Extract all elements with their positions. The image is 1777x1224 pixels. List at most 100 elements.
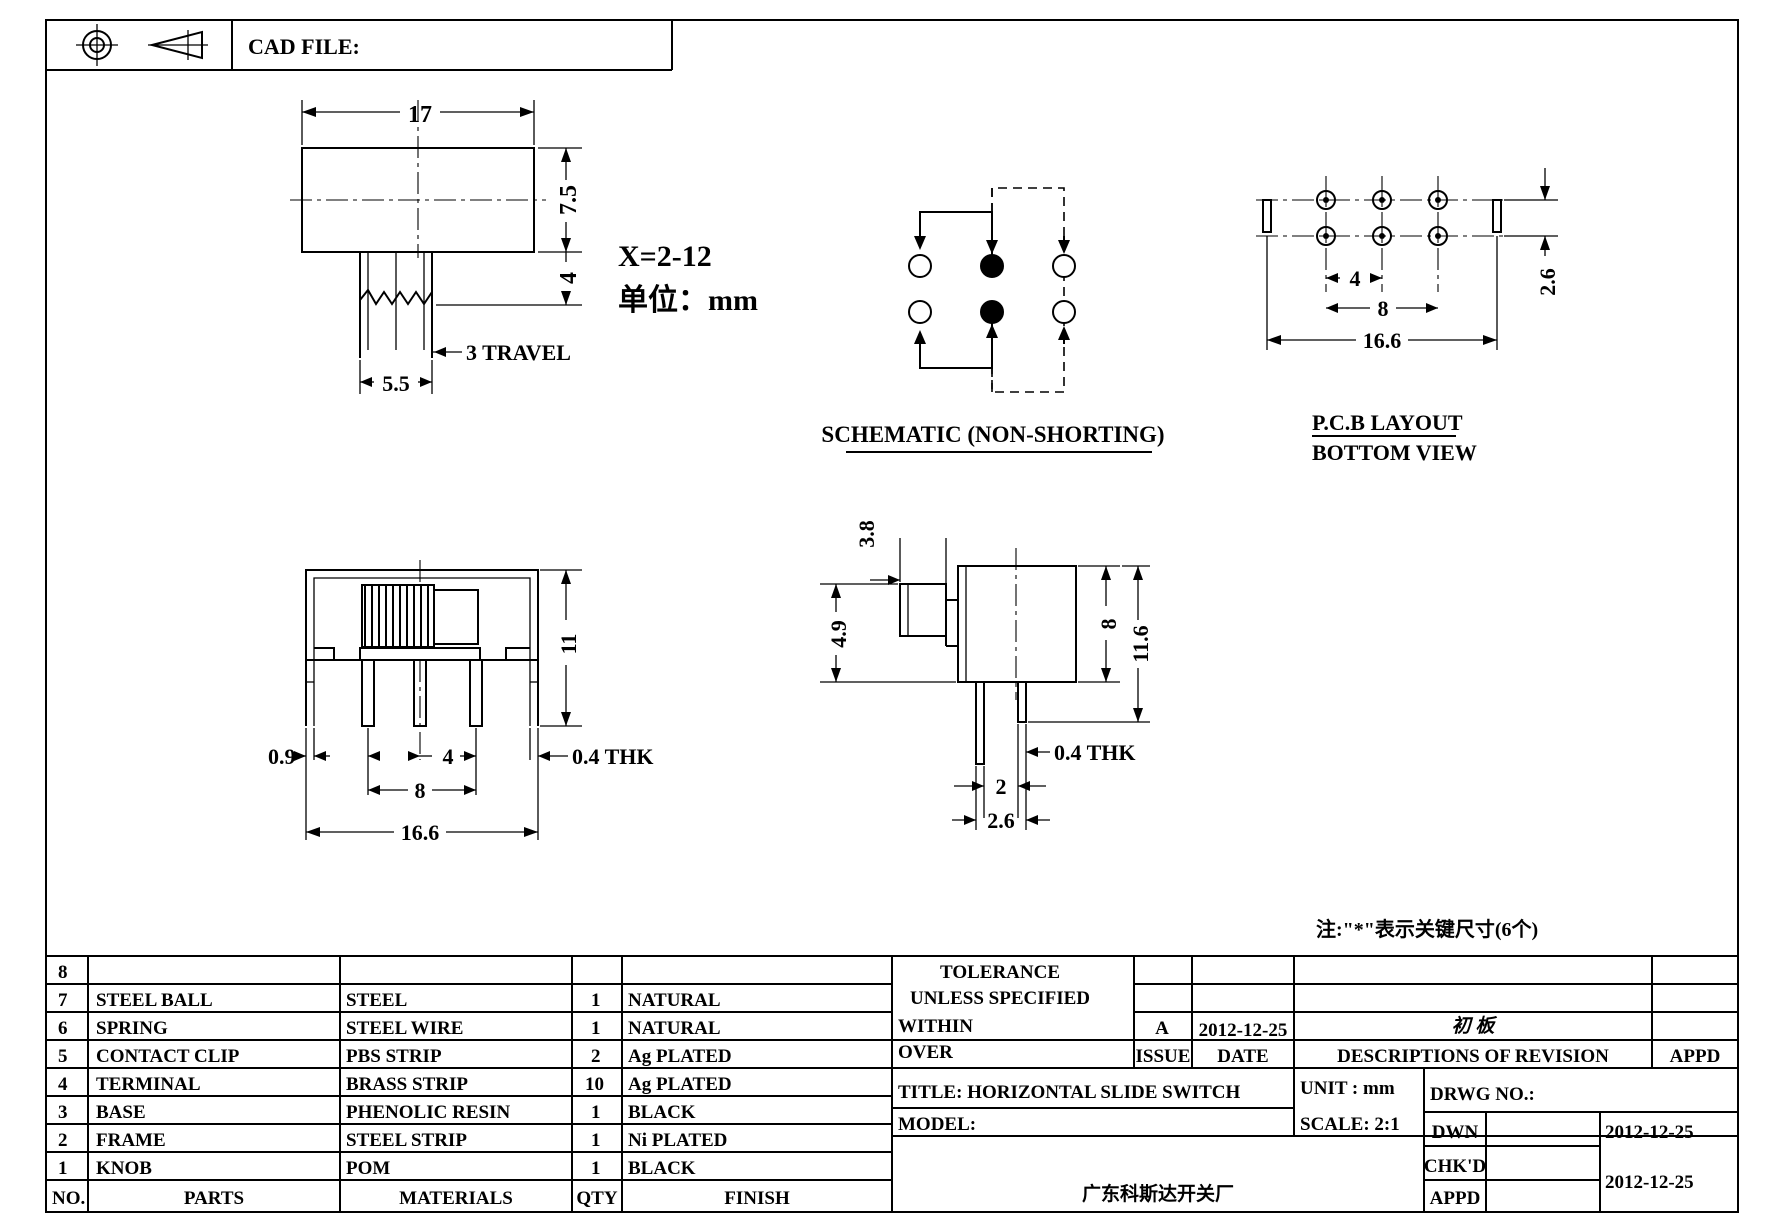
svg-text:3: 3 <box>58 1102 68 1123</box>
contact-open-terminal <box>1052 300 1076 324</box>
title-block: 8 7 STEEL BALL STEEL 1 NATURAL 6 SPRING … <box>46 955 1738 1213</box>
knob-ribs <box>361 584 435 648</box>
svg-text:5: 5 <box>58 1046 68 1067</box>
svg-text:STEEL: STEEL <box>346 990 407 1011</box>
side-dim-thickness: 0.4 THK <box>1054 740 1136 765</box>
date-label: DATE <box>1217 1046 1268 1067</box>
side-terminal-pin <box>1017 681 1027 723</box>
svg-text:QTY: QTY <box>576 1188 617 1209</box>
svg-text:KNOB: KNOB <box>96 1158 152 1179</box>
bom-row: 7 STEEL BALL STEEL 1 NATURAL <box>58 990 721 1011</box>
bom-row: 5 CONTACT CLIP PBS STRIP 2 Ag PLATED <box>58 1046 732 1067</box>
model-label: MODEL: <box>898 1114 976 1135</box>
chkd-date: 2012-12-25 <box>1605 1172 1694 1193</box>
svg-text:1: 1 <box>591 990 601 1011</box>
svg-text:6: 6 <box>58 1018 68 1039</box>
appd-row-label: APPD <box>1430 1188 1481 1209</box>
travel-label: 3 TRAVEL <box>466 340 571 365</box>
svg-text:8: 8 <box>58 962 68 983</box>
side-dim-total-11-6: 11.6 <box>1128 625 1153 662</box>
bom-row: 1 KNOB POM 1 BLACK <box>58 1158 696 1179</box>
contact-open-terminal <box>908 300 932 324</box>
svg-text:1: 1 <box>58 1158 68 1179</box>
descriptions-label: DESCRIPTIONS OF REVISION <box>1337 1046 1609 1067</box>
side-dim-pin-gap-2: 2 <box>996 774 1007 799</box>
svg-text:10: 10 <box>585 1074 604 1095</box>
dim-height-7-5: 7.5 <box>556 185 582 215</box>
drawing-number-label: DRWG NO.: <box>1430 1084 1535 1105</box>
front-view: 11 0.9 4 0.4 THK 8 <box>268 560 654 845</box>
svg-text:4: 4 <box>58 1074 68 1095</box>
svg-text:2: 2 <box>58 1130 68 1151</box>
svg-text:NATURAL: NATURAL <box>628 990 721 1011</box>
pcb-dim-width-16-6: 16.6 <box>1363 328 1402 353</box>
bom-row: 8 <box>58 962 68 983</box>
top-view: 17 7.5 4 5.5 3 TRAVEL X=2-12 单位：mm <box>290 100 758 396</box>
pcb-pad <box>1316 190 1336 210</box>
side-terminal-pin <box>975 681 985 765</box>
pcb-caption-subtitle: BOTTOM VIEW <box>1312 440 1477 465</box>
side-dim-knob-height-4-9: 4.9 <box>826 620 851 648</box>
drawing-title: TITLE: HORIZONTAL SLIDE SWITCH <box>898 1082 1240 1103</box>
contact-open-terminal <box>908 254 932 278</box>
svg-text:2: 2 <box>591 1046 601 1067</box>
company-name: 广东科斯达开关厂 <box>1082 1182 1234 1205</box>
contact-common-terminal <box>980 254 1004 278</box>
dim-knob-height-4: 4 <box>556 272 582 284</box>
svg-text:BLACK: BLACK <box>628 1158 696 1179</box>
unit-field: UNIT : mm <box>1300 1078 1395 1099</box>
front-dim-pitch-4: 4 <box>443 744 454 769</box>
revision-description: 初 板 <box>1452 1015 1498 1037</box>
svg-text:FRAME: FRAME <box>96 1130 166 1151</box>
side-dim-body-8: 8 <box>1096 619 1121 630</box>
bom-row: 4 TERMINAL BRASS STRIP 10 Ag PLATED <box>58 1074 732 1095</box>
svg-text:PHENOLIC RESIN: PHENOLIC RESIN <box>346 1102 510 1123</box>
projection-circle-icon <box>76 24 118 66</box>
svg-text:FINISH: FINISH <box>724 1188 790 1209</box>
svg-text:Ni PLATED: Ni PLATED <box>628 1130 727 1151</box>
appd-label: APPD <box>1670 1046 1721 1067</box>
pcb-mount-slot <box>1262 199 1272 233</box>
unit-label: 单位：mm <box>618 283 758 317</box>
revision-letter: A <box>1155 1018 1169 1039</box>
svg-text:MATERIALS: MATERIALS <box>399 1188 513 1209</box>
position-range-label: X=2-12 <box>618 240 712 273</box>
front-dim-height-11: 11 <box>556 634 581 655</box>
front-dim-width-16-6: 16.6 <box>401 820 440 845</box>
bom-row: 6 SPRING STEEL WIRE 1 NATURAL <box>58 1018 721 1039</box>
tolerance-condition: UNLESS SPECIFIED <box>910 988 1090 1009</box>
svg-text:STEEL BALL: STEEL BALL <box>96 990 213 1011</box>
svg-text:PBS STRIP: PBS STRIP <box>346 1046 442 1067</box>
pcb-caption-title: P.C.B LAYOUT <box>1312 410 1463 435</box>
front-dim-edge-0-9: 0.9 <box>268 744 296 769</box>
svg-text:STEEL WIRE: STEEL WIRE <box>346 1018 463 1039</box>
dim-width-17: 17 <box>408 102 432 128</box>
issue-label: ISSUE <box>1136 1046 1191 1067</box>
side-dim-pin-span-2-6: 2.6 <box>987 808 1015 833</box>
terminal-pin <box>469 659 483 727</box>
contact-open-terminal <box>1052 254 1076 278</box>
scale-field: SCALE: 2:1 <box>1300 1114 1400 1135</box>
schematic-caption: SCHEMATIC (NON-SHORTING) <box>821 422 1164 447</box>
svg-text:PARTS: PARTS <box>184 1188 244 1209</box>
pcb-dim-pitch-8: 8 <box>1378 296 1389 321</box>
bom-row: 2 FRAME STEEL STRIP 1 Ni PLATED <box>58 1130 727 1151</box>
svg-text:POM: POM <box>346 1158 390 1179</box>
dwn-label: DWN <box>1432 1122 1479 1143</box>
dwn-date: 2012-12-25 <box>1605 1122 1694 1143</box>
pcb-pad <box>1372 226 1392 246</box>
svg-text:1: 1 <box>591 1158 601 1179</box>
bom-header-row: NO. PARTS MATERIALS QTY FINISH <box>52 1188 790 1209</box>
front-dim-thickness: 0.4 THK <box>572 744 654 769</box>
svg-text:BLACK: BLACK <box>628 1102 696 1123</box>
projection-cone-icon <box>148 30 208 60</box>
svg-text:1: 1 <box>591 1018 601 1039</box>
schematic-diagram: SCHEMATIC (NON-SHORTING) <box>821 187 1165 453</box>
svg-text:Ag PLATED: Ag PLATED <box>628 1074 732 1095</box>
svg-text:NO.: NO. <box>52 1188 85 1209</box>
tolerance-label: TOLERANCE <box>940 962 1060 983</box>
side-view: 3.8 4.9 8 11.6 0.4 THK <box>820 520 1153 833</box>
cad-file-label: CAD FILE: <box>248 34 360 59</box>
pcb-dim-row-2-6: 2.6 <box>1535 268 1560 296</box>
